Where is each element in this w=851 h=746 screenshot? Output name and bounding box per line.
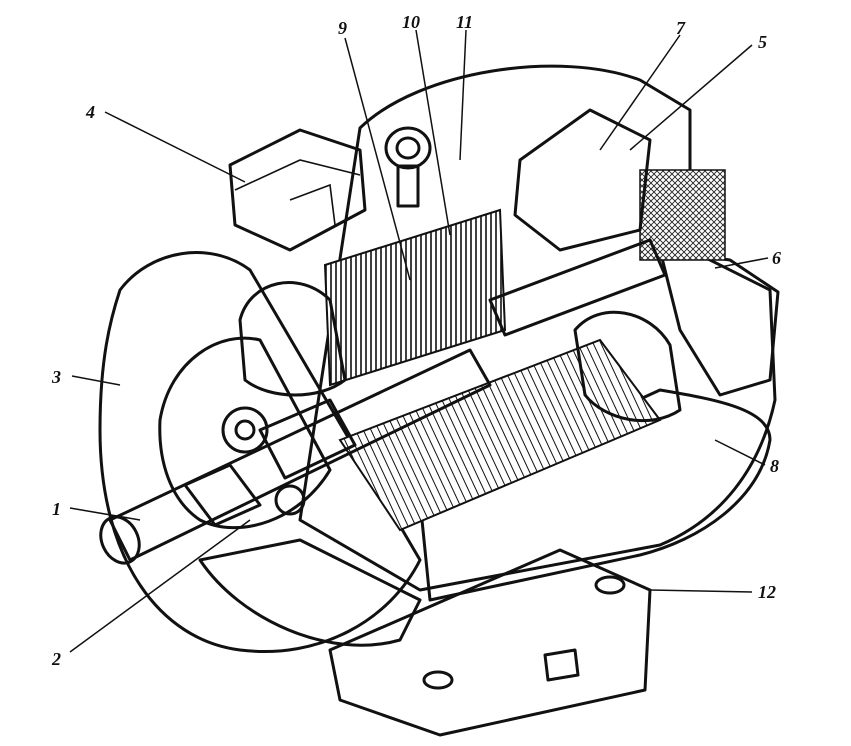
leader-8 [714, 439, 766, 466]
leader-7 [599, 34, 681, 151]
leader-1 [69, 507, 141, 521]
callout-7: 7 [676, 18, 686, 38]
stator-core-top [323, 208, 507, 387]
front-winding [238, 281, 347, 397]
front-bearing [221, 406, 306, 516]
leader-10 [415, 29, 451, 236]
lifting-eye [384, 126, 432, 208]
callout-8: 8 [770, 456, 779, 476]
fan-casing [658, 248, 780, 397]
leader-11 [459, 29, 467, 161]
callout-2: 2 [51, 649, 61, 669]
leader-4 [104, 111, 246, 183]
callout-6: 6 [772, 248, 781, 268]
callout-5: 5 [758, 32, 767, 52]
leader-lines [69, 29, 769, 653]
callout-3: 3 [51, 367, 61, 387]
leader-3 [71, 375, 121, 386]
stator-frame [418, 388, 772, 602]
fan-mesh [639, 169, 726, 261]
callout-11: 11 [456, 12, 473, 32]
leader-6 [714, 257, 769, 269]
terminal-box [228, 128, 367, 252]
front-end-shield [98, 251, 422, 653]
shaft [99, 238, 667, 565]
rear-bearing [513, 108, 652, 252]
leader-5 [629, 44, 753, 151]
leader-12 [649, 589, 753, 593]
mounting-foot [328, 548, 652, 737]
leader-2 [69, 519, 251, 653]
callout-1: 1 [52, 499, 61, 519]
leader-9 [344, 37, 411, 281]
lower-housing [198, 538, 422, 647]
callout-12: 12 [758, 582, 776, 602]
callout-4: 4 [85, 102, 95, 122]
rear-winding [573, 310, 682, 423]
callout-9: 9 [338, 18, 347, 38]
callout-10: 10 [402, 12, 420, 32]
